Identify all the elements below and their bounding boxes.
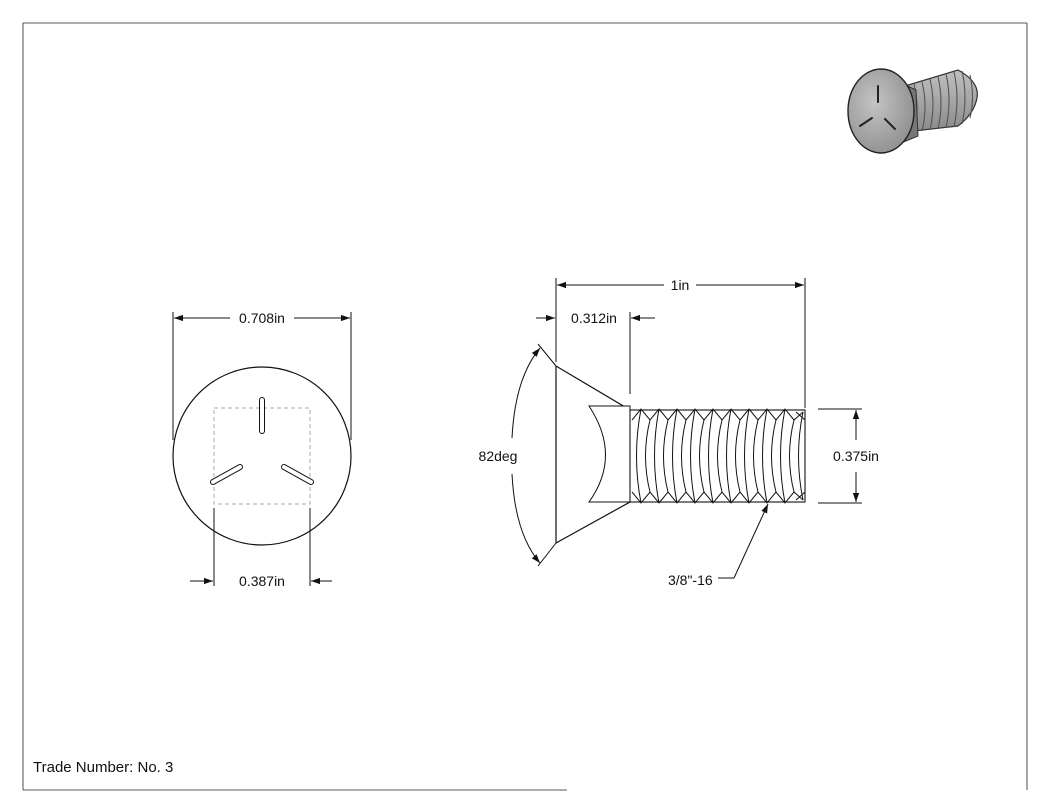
leader-thread-callout: 3/8"-16 <box>668 503 769 588</box>
slot-pattern-box <box>213 407 311 505</box>
label-overall-length: 1in <box>671 277 690 293</box>
head-recess <box>588 405 631 503</box>
head-view: 0.708in 0.387in <box>172 309 352 589</box>
render-head-face <box>847 68 915 154</box>
head-outline <box>172 366 352 546</box>
sheet-border <box>22 22 1028 791</box>
label-thread-diameter: 0.375in <box>833 448 879 464</box>
dimension-head-height: 0.312in <box>536 310 655 394</box>
dimension-head-diameter: 0.708in <box>172 309 352 440</box>
render-slots <box>859 85 896 130</box>
thread-tip-chamfer <box>795 411 806 501</box>
label-slot-pattern-width: 0.387in <box>239 573 285 589</box>
label-head-angle: 82deg <box>479 448 518 464</box>
label-head-height: 0.312in <box>571 310 617 326</box>
dimension-thread-diameter: 0.375in <box>818 408 879 504</box>
slot-left <box>210 464 243 485</box>
title-block: Trade Number: No. 3 <box>33 759 173 776</box>
label-head-diameter: 0.708in <box>239 310 285 326</box>
trade-number: Trade Number: No. 3 <box>33 759 173 776</box>
thread-crest-bottom <box>631 491 804 504</box>
label-thread-callout: 3/8"-16 <box>668 572 713 588</box>
slot-right <box>281 464 314 485</box>
side-view: 1in 0.312in 82deg 0.375in <box>479 277 879 588</box>
isometric-render <box>847 68 978 154</box>
dimension-overall-length: 1in <box>555 277 806 408</box>
dimension-slot-pattern-width: 0.387in <box>190 508 332 589</box>
thread-helix <box>636 408 804 504</box>
thread-crest-top <box>631 408 804 421</box>
dimension-head-angle: 82deg <box>479 343 557 567</box>
